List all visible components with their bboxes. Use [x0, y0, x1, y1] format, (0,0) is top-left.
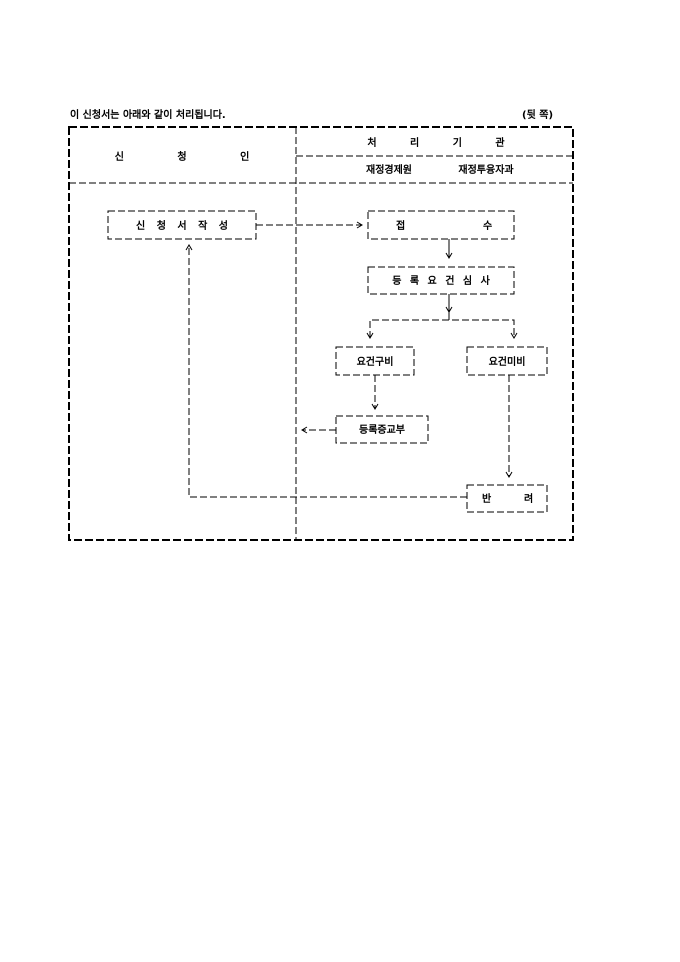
division-label: 재정투융자과 [458, 163, 514, 176]
svg-text:려: 려 [524, 492, 533, 505]
svg-text:수: 수 [483, 220, 492, 232]
ministry-label: 재정경제원 [366, 163, 412, 176]
svg-text:등 록 요 건 심 사: 등 록 요 건 심 사 [392, 274, 490, 287]
applicant-header: 신 청 인 [115, 150, 250, 163]
step-receive: 접 수 [367, 210, 515, 240]
svg-text:반: 반 [482, 492, 492, 505]
intro-text: 이 신청서는 아래와 같이 처리됩니다. [70, 108, 226, 121]
step-met: 요건구비 [335, 346, 415, 376]
step-unmet: 요건미비 [466, 346, 548, 376]
flow-arrows [185, 221, 518, 498]
step-issue: 등록증교부 [335, 415, 429, 444]
page-side-label: (뒷 쪽) [522, 108, 553, 121]
step-write: 신 청 서 작 성 [107, 210, 257, 240]
step-review: 등 록 요 건 심 사 [367, 266, 515, 295]
svg-text:등록증교부: 등록증교부 [359, 424, 405, 436]
agency-header: 처 리 기 관 [367, 136, 505, 149]
svg-text:요건구비: 요건구비 [357, 355, 394, 368]
svg-text:접: 접 [396, 220, 405, 232]
svg-text:요건미비: 요건미비 [489, 355, 526, 368]
step-return: 반 려 [466, 484, 548, 513]
svg-text:신 청 서 작 성: 신 청 서 작 성 [136, 219, 228, 232]
outer-frame [68, 126, 574, 541]
